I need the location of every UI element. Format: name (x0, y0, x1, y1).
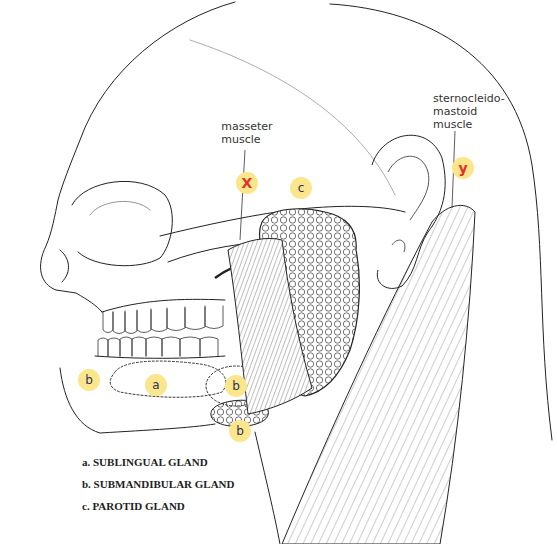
muscle-label: sternocleido- mastoid muscle (433, 92, 505, 131)
muscle-label: masseter muscle (221, 120, 272, 146)
callout-letter: c (290, 177, 312, 199)
callout-letter: b (225, 375, 247, 397)
callout-letter: b (229, 420, 251, 442)
callout-letter: X (236, 172, 258, 194)
callout-letter: b (78, 369, 100, 391)
key-entry: b. SUBMANDIBULAR GLAND (82, 478, 235, 490)
callout-letter: y (452, 157, 474, 179)
key-entry: a. SUBLINGUAL GLAND (82, 456, 208, 468)
callout-letter: a (145, 374, 167, 396)
key-entry: c. PAROTID GLAND (82, 500, 185, 512)
